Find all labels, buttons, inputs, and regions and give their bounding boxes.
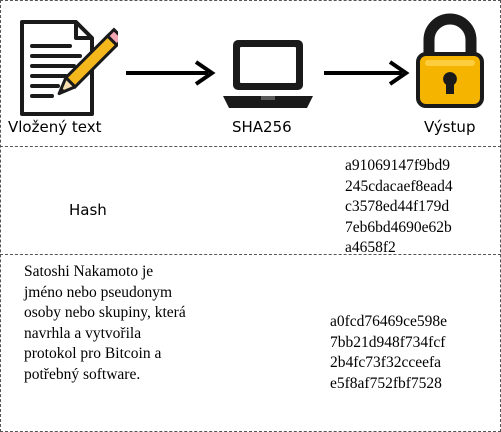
example-text-line: jméno nebo pseudonym <box>24 283 173 301</box>
hash-label: Hash <box>69 201 107 219</box>
section-divider <box>0 254 501 255</box>
example-hash-line: a0fcd76469ce598e <box>330 313 448 330</box>
hash-value: a91069147f9bd9 245cdacaef8ead4 c3578ed44… <box>345 156 495 259</box>
laptop-icon <box>223 40 313 108</box>
arrow-right-icon <box>324 60 410 86</box>
example-text-line: potřebný software. <box>24 365 141 383</box>
example-text-line: Satoshi Nakamoto je <box>24 263 154 280</box>
arrow-right-icon <box>126 60 216 86</box>
output-label: Výstup <box>424 118 476 136</box>
hash-value-line: c3578ed44f179d <box>345 198 450 215</box>
example-hash-line: e5f8af752fbf7528 <box>330 374 442 392</box>
hashing-flow: Vložený text SHA256 Výstup <box>0 0 501 146</box>
example-hash-line: 7bb21d948f734fcf <box>330 333 446 351</box>
padlock-icon <box>416 13 484 108</box>
example-hash-value: a0fcd76469ce598e 7bb21d948f734fcf 2b4fc7… <box>330 312 498 394</box>
example-text-line: osoby nebo skupiny, která <box>24 304 186 321</box>
input-label: Vložený text <box>8 118 102 136</box>
hash-value-line: a91069147f9bd9 <box>345 157 451 174</box>
hash-value-line: 7eb6bd4690e62b <box>345 218 452 236</box>
document-pencil-icon <box>20 20 118 116</box>
example-input-text: Satoshi Nakamoto je jméno nebo pseudonym… <box>24 262 324 385</box>
section-divider <box>0 146 501 147</box>
example-text-line: protokol pro Bitcoin a <box>24 345 162 362</box>
hash-value-line: 245cdacaef8ead4 <box>345 177 453 195</box>
hash-value-line: a4658f2 <box>345 239 396 256</box>
example-hash-line: 2b4fc73f32cceefa <box>330 354 442 371</box>
algorithm-label: SHA256 <box>232 118 292 136</box>
example-text-line: navrhla a vytvořila <box>24 324 142 342</box>
